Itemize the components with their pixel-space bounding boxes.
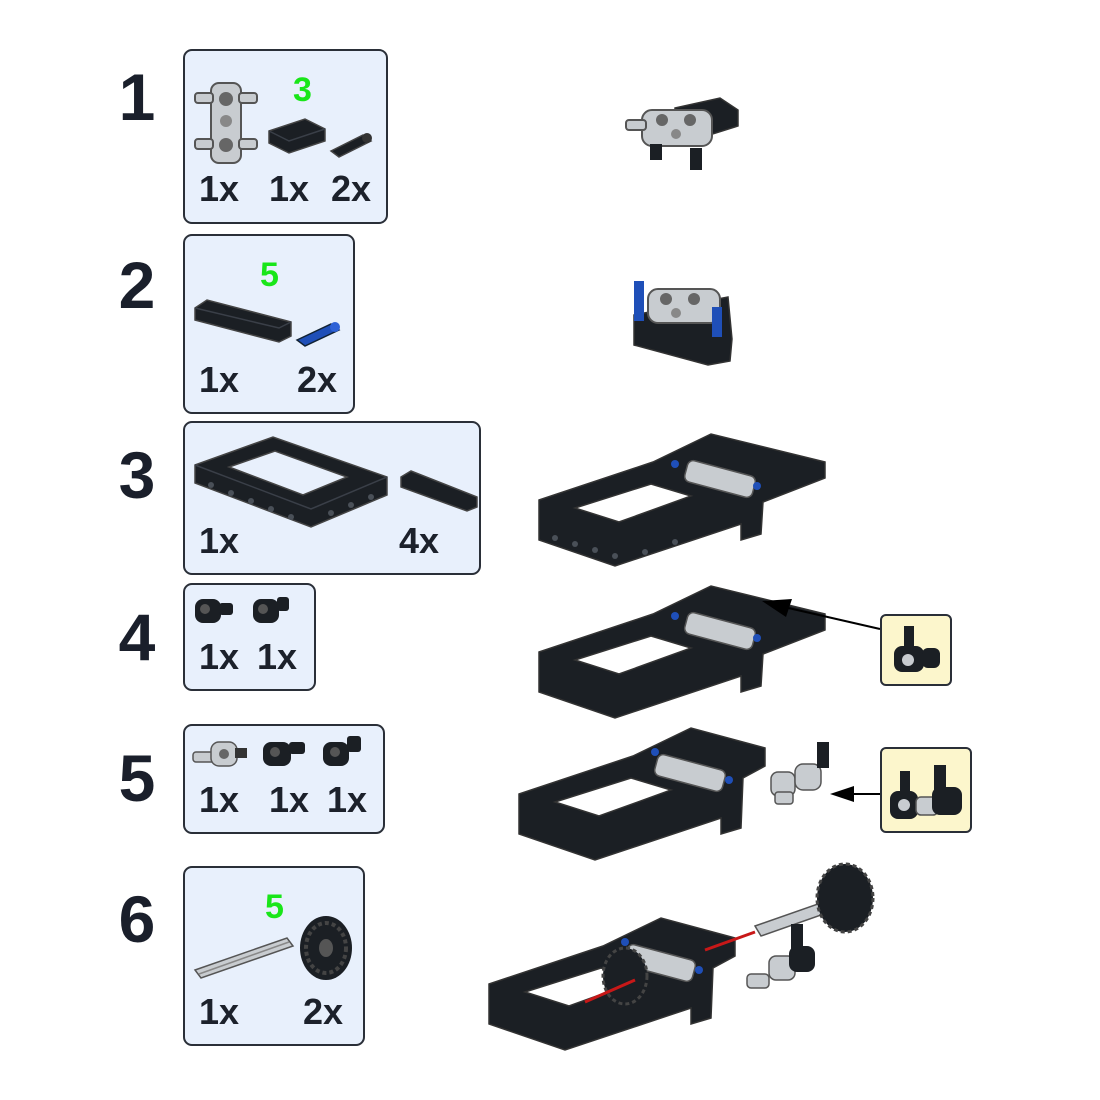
- angle-connector-part-icon: [195, 599, 233, 623]
- beam-3-part-icon: [268, 118, 326, 154]
- parts-panel-step-6: 5 1x 2x: [183, 866, 365, 1046]
- callout-box-step-4: [880, 614, 952, 686]
- parts-panel-step-2: 5 1x 2x: [183, 234, 355, 414]
- quantity-label: 1x: [199, 168, 240, 209]
- quantity-label: 1x: [199, 636, 240, 677]
- step-number-2: 2: [118, 248, 156, 322]
- blue-pin-part-icon: [295, 322, 341, 347]
- parts-panel-step-4: 1x 1x: [183, 583, 316, 691]
- axle-length-label: 5: [265, 888, 284, 926]
- callout-box-step-5: [880, 747, 972, 833]
- connector-part-icon: [194, 82, 258, 164]
- beam-3-part-icon: [400, 470, 478, 512]
- parts-panel-step-3: 1x 4x: [183, 421, 481, 575]
- pin-part-icon: [329, 133, 373, 158]
- angle-connector-part-icon: [253, 597, 289, 623]
- quantity-label: 1x: [269, 779, 310, 820]
- angle-connector-part-icon: [323, 736, 361, 766]
- axle-part-icon: [193, 937, 295, 979]
- assembly-step-6-image: [488, 862, 875, 1051]
- step-number-1: 1: [118, 60, 156, 134]
- assembly-step-2-image: [633, 281, 733, 366]
- connector-assembly-icon: [890, 765, 962, 819]
- quantity-label: 1x: [269, 168, 310, 209]
- angle-connector-icon: [894, 626, 940, 672]
- quantity-label: 1x: [199, 991, 240, 1032]
- gear-part-icon: [300, 916, 352, 980]
- insertion-arrow: [762, 599, 881, 630]
- quantity-label: 1x: [199, 359, 240, 400]
- step-number-4: 4: [118, 600, 156, 674]
- step-number-5: 5: [118, 741, 156, 815]
- quantity-label: 4x: [399, 520, 440, 561]
- quantity-label: 2x: [303, 991, 344, 1032]
- step-number-3: 3: [118, 438, 156, 512]
- insertion-arrow: [830, 786, 884, 802]
- beam-5-part-icon: [194, 299, 292, 343]
- step-number-6: 6: [118, 882, 156, 956]
- gray-connector-part-icon: [192, 741, 247, 767]
- quantity-label: 2x: [297, 359, 338, 400]
- assembly-step-1-image: [625, 97, 739, 170]
- assembly-step-4-image: [538, 585, 826, 719]
- quantity-label: 1x: [257, 636, 298, 677]
- quantity-label: 1x: [199, 779, 240, 820]
- frame-part-icon: [194, 436, 388, 528]
- parts-panel-step-5: 1x 1x 1x: [183, 724, 385, 834]
- assembly-step-5-image: [518, 727, 829, 861]
- quantity-label: 2x: [331, 168, 372, 209]
- assembly-step-3-image: [538, 433, 826, 567]
- angle-connector-part-icon: [263, 742, 305, 766]
- beam-length-label: 5: [260, 256, 279, 294]
- quantity-label: 1x: [199, 520, 240, 561]
- parts-panel-step-1: 3 1x 1x 2x: [183, 49, 388, 224]
- beam-length-label: 3: [293, 71, 312, 109]
- quantity-label: 1x: [327, 779, 368, 820]
